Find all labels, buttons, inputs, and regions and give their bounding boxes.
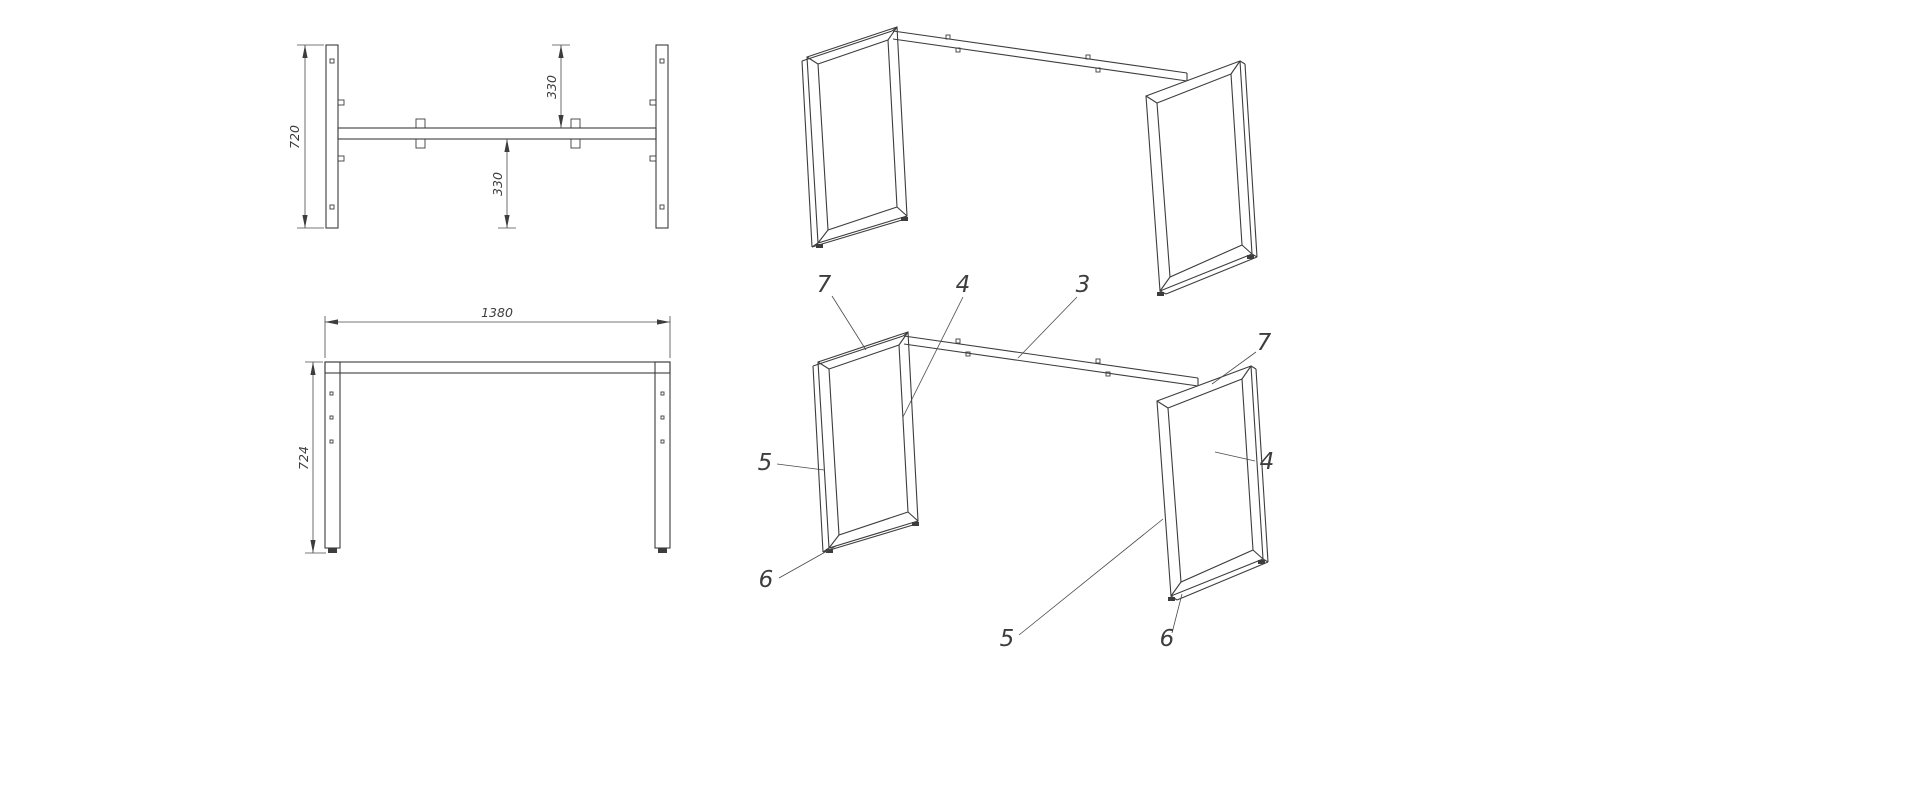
dim-720-label: 720 bbox=[287, 125, 302, 149]
part-number-7-left: 7 bbox=[817, 272, 832, 298]
callout-4-right: 4 bbox=[1214, 449, 1275, 475]
callout-6-bottom: 6 bbox=[1160, 593, 1183, 652]
callout-7-right: 7 bbox=[1211, 330, 1272, 385]
part-number-5-left: 5 bbox=[758, 450, 773, 476]
front-view: 1380 724 bbox=[296, 305, 671, 554]
iso-beam bbox=[892, 30, 1188, 82]
iso-view bbox=[801, 26, 1258, 296]
dim-1380-label: 1380 bbox=[481, 305, 513, 320]
front-view-left-leg bbox=[324, 361, 341, 553]
front-view-right-leg bbox=[654, 361, 671, 553]
iso-labeled-beam bbox=[903, 335, 1199, 387]
callout-5-left: 5 bbox=[758, 450, 825, 476]
dimension-330-lower: 330 bbox=[490, 139, 516, 229]
iso-right-frame bbox=[1145, 60, 1258, 296]
part-number-6-left: 6 bbox=[759, 567, 774, 593]
iso-labeled-left-frame bbox=[812, 331, 919, 553]
front-view-top-bar bbox=[324, 361, 671, 374]
callout-4-top: 4 bbox=[902, 272, 971, 418]
dim-724-label: 724 bbox=[296, 446, 311, 470]
dimension-1380: 1380 bbox=[324, 305, 671, 358]
dimension-720: 720 bbox=[287, 44, 324, 229]
dim-330-lower-label: 330 bbox=[490, 172, 505, 196]
dim-330-upper-label: 330 bbox=[544, 75, 559, 99]
part-number-5-bottom: 5 bbox=[1000, 626, 1015, 652]
callout-5-bottom: 5 bbox=[1000, 518, 1164, 652]
top-view-right-rail bbox=[649, 44, 669, 229]
iso-view-labeled: 7 4 3 7 5 4 6 5 bbox=[758, 272, 1275, 652]
dimension-330-upper: 330 bbox=[544, 44, 570, 128]
part-number-3: 3 bbox=[1076, 272, 1091, 298]
part-number-7-right: 7 bbox=[1257, 330, 1272, 356]
callout-6-left: 6 bbox=[759, 545, 837, 593]
part-number-4-right: 4 bbox=[1260, 449, 1275, 475]
callout-3: 3 bbox=[1017, 272, 1091, 359]
iso-labeled-right-frame bbox=[1156, 365, 1269, 601]
top-view-crossbar bbox=[337, 118, 657, 149]
top-view: 720 330 330 bbox=[287, 44, 669, 229]
callout-7-left: 7 bbox=[817, 272, 867, 351]
top-view-left-rail bbox=[325, 44, 345, 229]
iso-left-frame bbox=[801, 26, 908, 248]
part-number-4-top: 4 bbox=[956, 272, 971, 298]
part-number-6-bottom: 6 bbox=[1160, 626, 1175, 652]
dimension-724: 724 bbox=[296, 361, 326, 554]
